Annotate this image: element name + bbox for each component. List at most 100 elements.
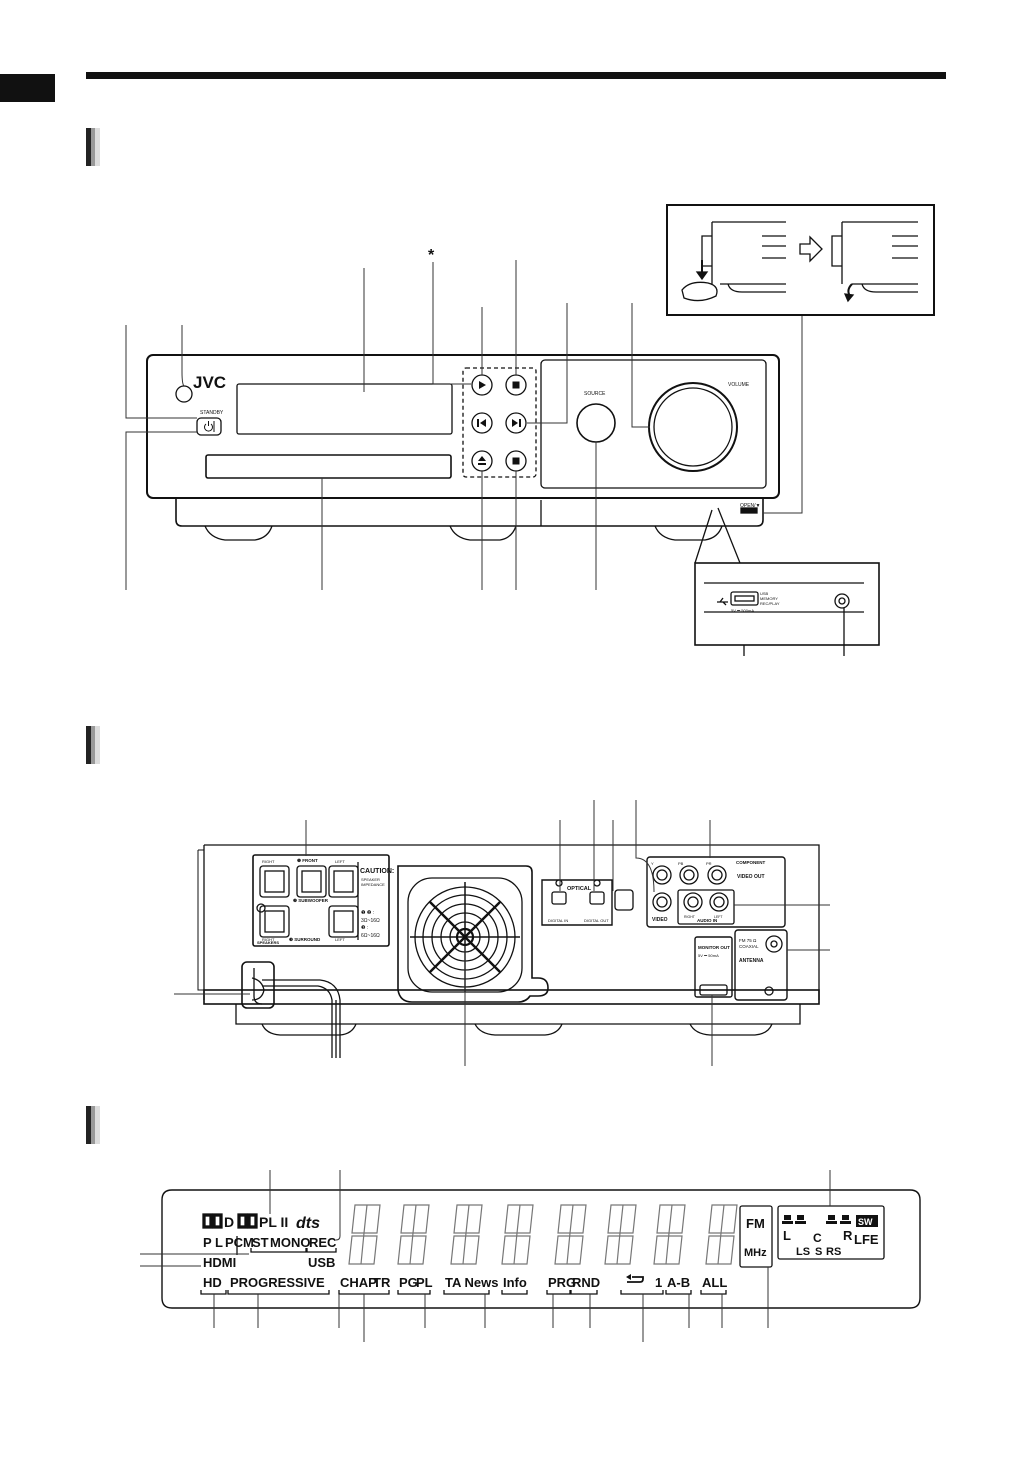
monitor-out-sub: 5V ⎓ 50mA: [698, 953, 719, 958]
inset-usb-panel: [694, 507, 880, 656]
skip-back-button[interactable]: [471, 412, 493, 434]
coaxial-label: COAXIAL: [739, 944, 759, 949]
skip-back-icon: [480, 419, 486, 427]
standby-label: STANDBY: [200, 410, 224, 416]
inset-open-panel: [666, 204, 935, 316]
open-label: OPEN/▼: [740, 503, 761, 509]
repeat-one-indicator: 1: [655, 1275, 662, 1290]
front-speaker-label: ❶ FRONT: [297, 858, 318, 863]
usb-text-3: REC/PLAY: [760, 601, 780, 606]
video-out-label: VIDEO OUT: [737, 874, 765, 880]
tr-indicator: TR: [373, 1275, 391, 1290]
header-rule: [86, 72, 946, 79]
page-tab-marker: [0, 74, 55, 102]
right-label-front: RIGHT: [262, 859, 275, 864]
progressive-indicator: PROGRESSIVE: [230, 1275, 325, 1290]
prg-indicator: PRG: [548, 1275, 576, 1290]
dts-indicator: dts: [296, 1215, 320, 1232]
caution-title: CAUTION:: [360, 868, 394, 875]
skip-forward-button[interactable]: [505, 412, 527, 434]
optical-label: OPTICAL: [567, 886, 592, 892]
channel-c: C: [813, 1231, 822, 1245]
caution-line-4: 3Ω~16Ω: [361, 918, 380, 924]
pr-label: PR: [706, 861, 712, 866]
usb-port[interactable]: [730, 591, 759, 606]
left-label-surround: LEFT: [335, 937, 345, 942]
ta-news-indicator: TA News: [445, 1275, 498, 1290]
caution-line-2: IMPEDANCE: [361, 882, 385, 887]
caution-line-3: ❶ ❷ :: [361, 910, 374, 916]
antenna-label: ANTENNA: [739, 958, 764, 964]
st-indicator: ST: [252, 1235, 269, 1250]
channel-lfe: LFE: [854, 1232, 879, 1247]
fm-indicator: FM: [746, 1216, 765, 1231]
channel-rs: RS: [826, 1246, 841, 1258]
left-label-front: LEFT: [335, 859, 345, 864]
section-marker-front: [86, 128, 100, 166]
all-indicator: ALL: [702, 1275, 727, 1290]
stop-icon: [512, 381, 520, 389]
subwoofer-label: ❷ SUBWOOFER: [293, 898, 329, 903]
section-marker-display: [86, 1106, 100, 1144]
rear-panel: [197, 844, 820, 1058]
right-label-surround: RIGHT: [262, 937, 275, 942]
speakers-label: SPEAKERS: [257, 940, 279, 945]
channel-l: L: [783, 1228, 791, 1243]
dolby-d-indicator: D: [224, 1214, 234, 1230]
asterisk-mark: *: [428, 247, 435, 264]
brand-logo: JVC: [193, 373, 226, 392]
usb-text-2: MEMORY: [760, 596, 778, 601]
aux-jack[interactable]: [834, 593, 850, 609]
front-panel: [146, 354, 780, 541]
segment-digits: [348, 1204, 738, 1265]
pl-playlist-indicator: PL: [416, 1275, 433, 1290]
usb-icon: [717, 597, 728, 606]
skip-forward-icon: [512, 419, 518, 427]
pb-label: PB: [678, 861, 684, 866]
pl-indicator: P L: [203, 1235, 223, 1250]
digital-in-label: DIGITAL IN: [548, 918, 568, 923]
usb-power-label: 5V ⎓ 500mA: [731, 608, 754, 613]
section-marker-rear: [86, 726, 100, 764]
mhz-indicator: MHz: [744, 1247, 767, 1259]
left-label-audio: LEFT: [714, 915, 723, 919]
info-indicator: Info: [503, 1275, 527, 1290]
source-knob[interactable]: [576, 403, 616, 443]
usb-indicator: USB: [308, 1255, 335, 1270]
right-label-audio: RIGHT: [684, 915, 696, 919]
rnd-indicator: RND: [572, 1275, 600, 1290]
channel-s: S: [815, 1246, 822, 1258]
caution-line-5: ❸ :: [361, 925, 368, 931]
digital-out-label: DIGITAL OUT: [584, 918, 609, 923]
eject-icon: [478, 456, 486, 461]
source-label: SOURCE: [584, 391, 606, 397]
mono-indicator: MONO: [270, 1235, 310, 1250]
volume-knob[interactable]: [648, 382, 738, 472]
monitor-out-label: MONITOR OUT: [698, 945, 730, 950]
pl2-indicator: PL II: [259, 1214, 288, 1230]
standby-indicator: [175, 385, 193, 403]
hd-indicator: HD: [203, 1275, 222, 1290]
standby-button[interactable]: [196, 417, 222, 436]
rec-indicator: REC: [309, 1235, 337, 1250]
pcm-indicator: PCM: [225, 1235, 254, 1250]
component-label: COMPONENT: [736, 860, 766, 865]
caution-line-6: 6Ω~16Ω: [361, 933, 380, 939]
audio-in-label: AUDIO IN: [697, 918, 717, 923]
fm-label: FM 75 Ω: [739, 938, 757, 943]
fl-display: [161, 1189, 921, 1309]
ab-indicator: A-B: [667, 1275, 690, 1290]
stop-icon-2: [512, 457, 520, 465]
channel-r: R: [843, 1228, 853, 1243]
y-label: Y: [651, 861, 654, 866]
hdmi-indicator: HDMI: [203, 1255, 236, 1270]
video-label: VIDEO: [652, 917, 668, 923]
volume-label: VOLUME: [728, 382, 750, 388]
channel-ls: LS: [796, 1246, 810, 1258]
play-icon: [479, 381, 486, 389]
chap-indicator: CHAP.: [340, 1275, 379, 1290]
caution-line-1: SPEAKER: [361, 877, 380, 882]
usb-text-1: USB: [760, 591, 769, 596]
pg-indicator: PG: [399, 1275, 418, 1290]
